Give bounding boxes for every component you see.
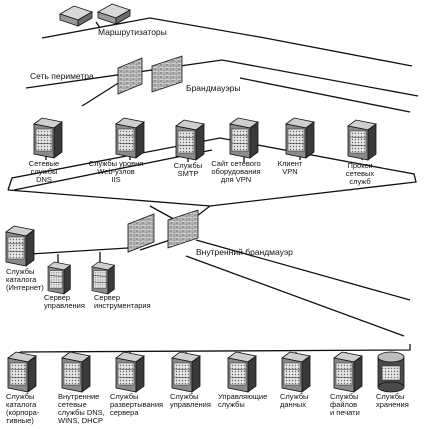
firewall-upper-link (81, 77, 411, 113)
server-tower-icon (347, 119, 377, 161)
internal-firewall-label: Внутренний брандмауэр (196, 247, 293, 257)
server-tower-icon (229, 117, 259, 159)
server-tower-icon (7, 351, 37, 393)
server-tower-icon (333, 351, 363, 393)
perimeter-network-label: Сеть периметра (30, 71, 94, 81)
internal-firewalls (127, 209, 199, 253)
middle-drops (57, 252, 101, 264)
server-tower-icon (61, 351, 91, 393)
server-tower-icon (47, 261, 72, 295)
server-tower-icon (91, 261, 116, 295)
routers (59, 3, 131, 27)
routers-label: Маршрутизаторы (98, 27, 167, 37)
server-tower-icon (227, 351, 257, 393)
firewall-brick-icon (117, 57, 143, 95)
server-tower-icon (175, 119, 205, 161)
middle-servers (5, 225, 116, 295)
perimeter-upper-line (25, 59, 419, 97)
server-tower-icon (171, 351, 201, 393)
server-tower-icon (115, 351, 145, 393)
firewall-brick-icon (127, 213, 155, 253)
perimeter-servers (33, 117, 377, 161)
server-tower-icon (33, 117, 63, 159)
internal-network-line (19, 344, 411, 353)
storage-cylinder-icon (377, 351, 405, 393)
server-tower-icon (5, 225, 35, 267)
router-icon (97, 3, 131, 25)
firewall-brick-icon (151, 55, 183, 93)
internal-servers (7, 351, 405, 393)
server-tower-icon (285, 117, 315, 159)
router-network-line (41, 17, 413, 67)
router-link (95, 21, 101, 29)
network-lines (7, 17, 419, 360)
server-tower-icon (115, 117, 145, 159)
router-icon (59, 5, 93, 27)
internal-diagonal (185, 255, 405, 337)
firewall-brick-icon (167, 209, 199, 249)
firewalls-label: Брандмауэры (186, 83, 241, 93)
server-tower-icon (281, 351, 311, 393)
firewalls (117, 55, 183, 95)
